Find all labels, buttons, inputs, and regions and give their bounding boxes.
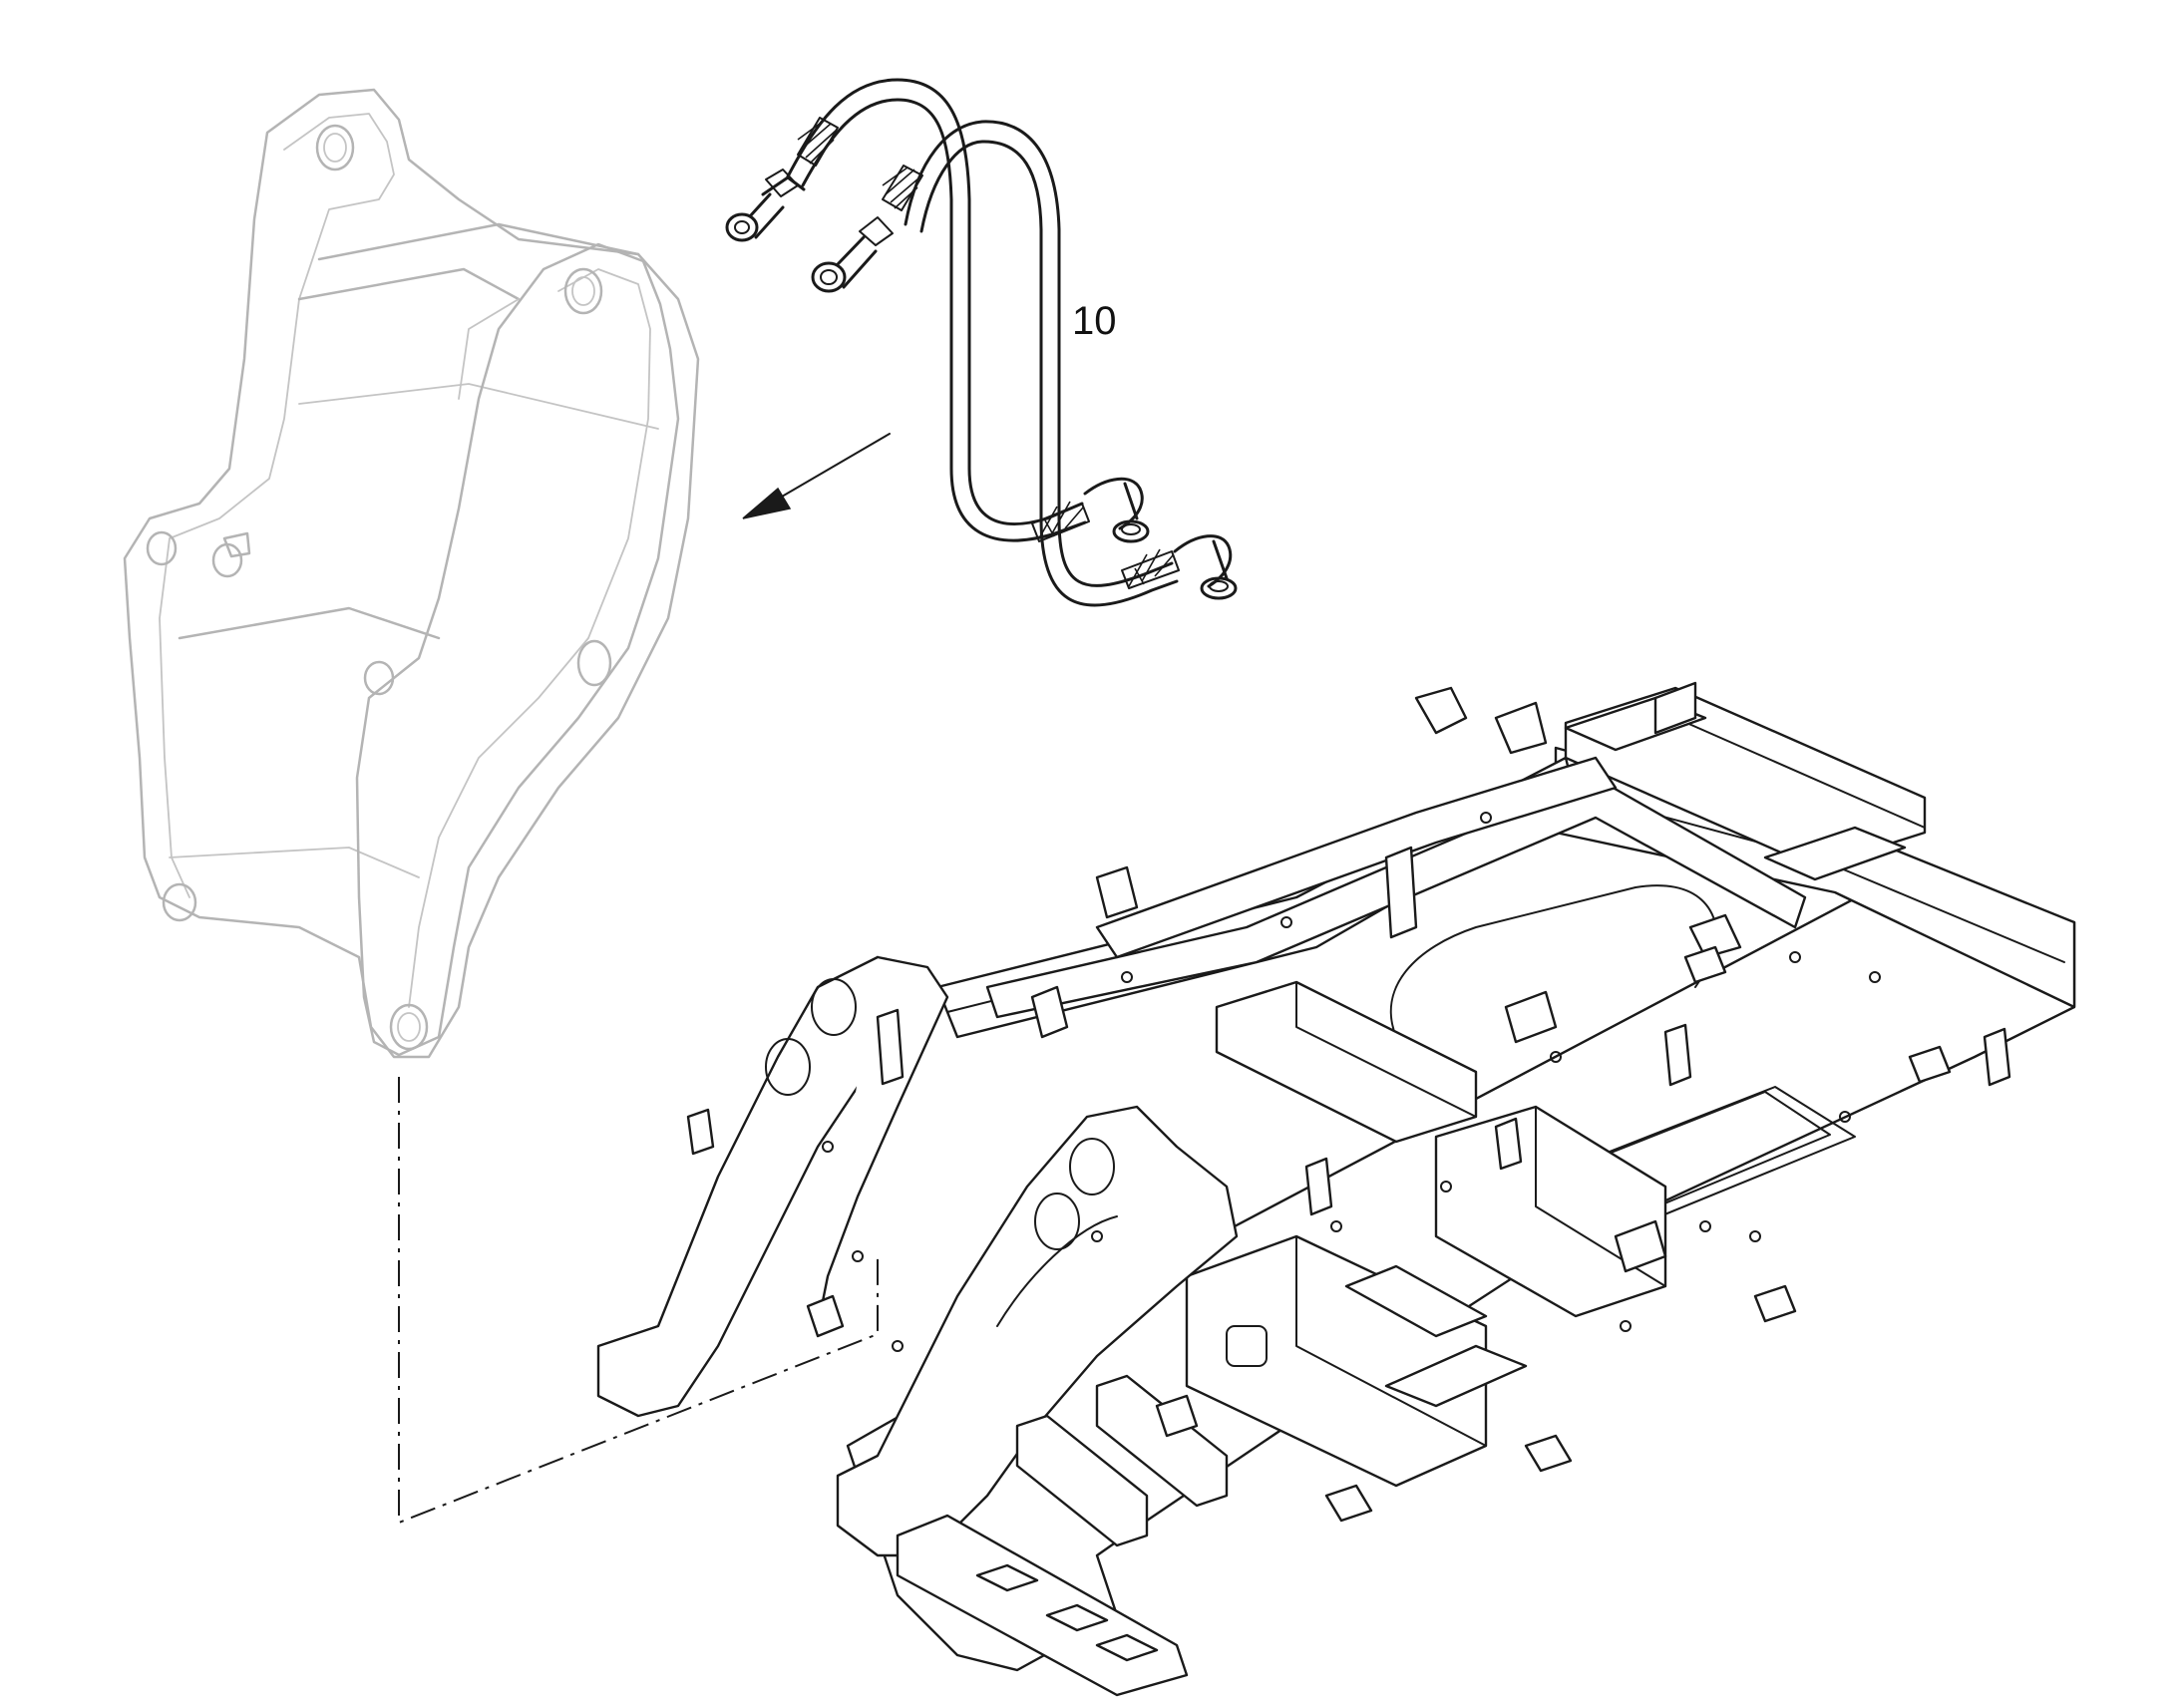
braided-sleeve (797, 117, 923, 211)
braided-sleeve (1031, 501, 1180, 589)
hose-fitting (811, 216, 894, 293)
callout-label-10: 10 (1072, 299, 1117, 343)
direction-arrow (742, 433, 891, 519)
chassis-frame (596, 681, 2076, 1697)
hose-fitting (1083, 477, 1150, 543)
hose-fitting (725, 169, 806, 242)
ghosted-bracket (123, 88, 700, 1059)
assembly-leader-line (398, 1077, 879, 1525)
hose-assembly (725, 78, 1238, 607)
hose-fitting (1173, 534, 1238, 600)
bolt-markers (822, 812, 1881, 1352)
